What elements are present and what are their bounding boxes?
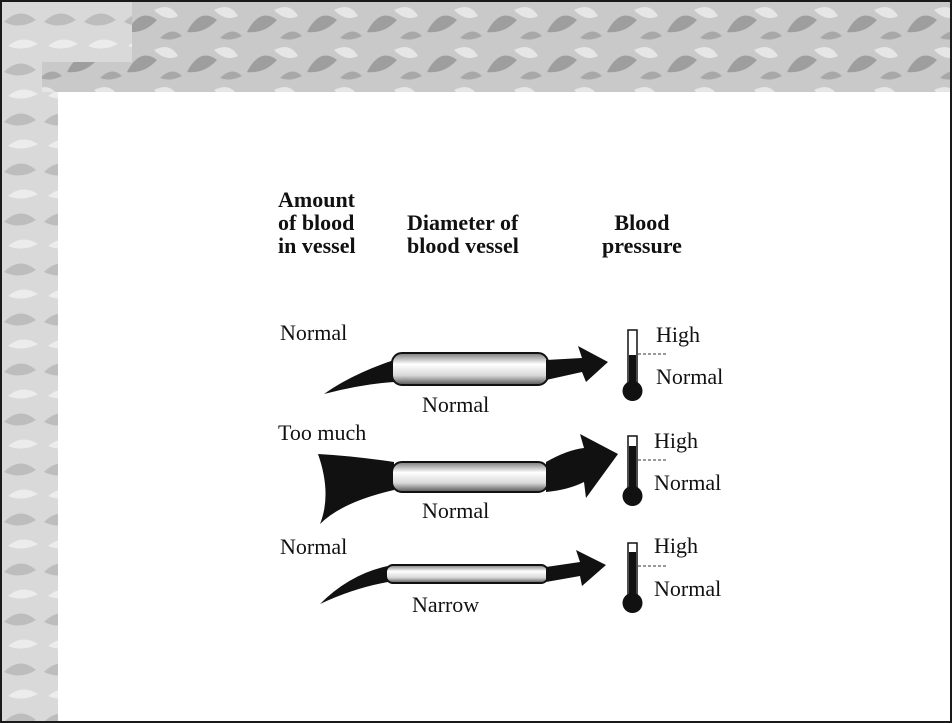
row-3-normal-label: Normal xyxy=(654,576,721,602)
row-2-normal-label: Normal xyxy=(654,470,721,496)
row-2-tube xyxy=(392,462,548,492)
row-3-high-label: High xyxy=(654,533,698,559)
row-1-inflow-blob xyxy=(324,360,394,394)
row-1-tube xyxy=(392,353,548,385)
row-1-outflow-arrow xyxy=(546,346,608,382)
row-1-normal-label: Normal xyxy=(656,364,723,390)
row-2-inflow-blob xyxy=(318,454,394,524)
row-2-high-label: High xyxy=(654,428,698,454)
row-3-diameter-label: Narrow xyxy=(412,592,479,618)
row-1-vessel xyxy=(324,346,608,394)
row-2-diameter-label: Normal xyxy=(422,498,489,524)
row-2-amount-label: Too much xyxy=(278,420,366,446)
row-3-outflow-arrow xyxy=(546,550,606,586)
row-3-tube xyxy=(386,565,548,583)
row-2-outflow-arrow xyxy=(546,434,618,498)
row-3-amount-label: Normal xyxy=(280,534,347,560)
row-1-amount-label: Normal xyxy=(280,320,347,346)
row-1-diameter-label: Normal xyxy=(422,392,489,418)
row-3-inflow-blob xyxy=(320,566,388,604)
row-1-high-label: High xyxy=(656,322,700,348)
